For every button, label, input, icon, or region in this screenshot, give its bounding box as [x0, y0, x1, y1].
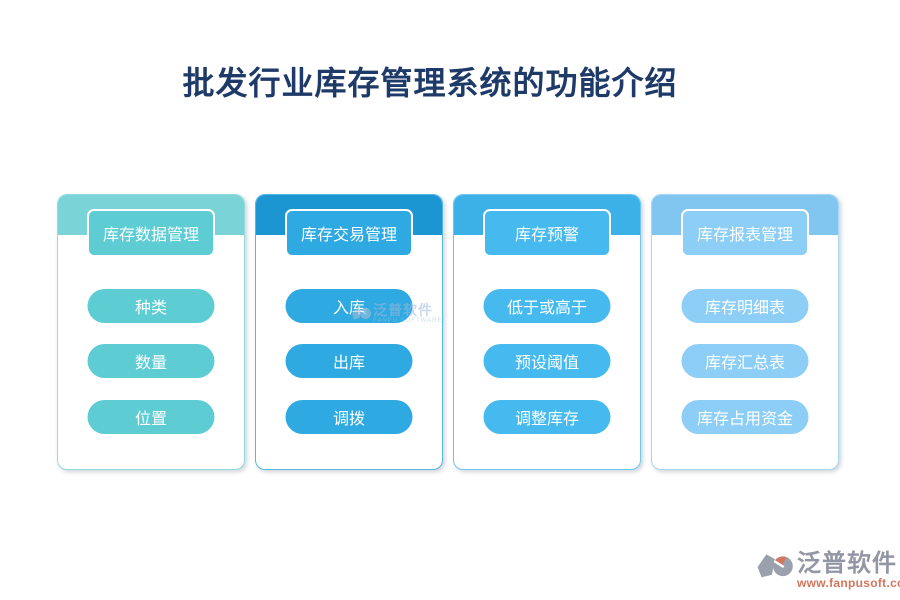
footer-url: www.fanpusoft.com	[797, 576, 900, 590]
card-header-label: 库存预警	[514, 227, 579, 244]
watermark-footer: 泛普软件 www.fanpusoft.com	[756, 551, 900, 590]
card-inventory-report-management: 库存报表管理 库存明细表 库存汇总表 库存占用资金	[651, 194, 839, 470]
card-header-inventory-transaction: 库存交易管理	[285, 209, 413, 257]
card-header-label: 库存交易管理	[300, 227, 397, 244]
feature-pill-adjust-inventory: 调整库存	[483, 400, 611, 434]
card-header-label: 库存数据管理	[102, 227, 199, 244]
card-header-inventory-data: 库存数据管理	[87, 209, 215, 257]
footer-brand: 泛普软件	[797, 550, 897, 577]
card-inventory-alert: 库存预警 低于或高于 预设阈值 调整库存	[453, 194, 641, 470]
feature-pill-inbound: 入库	[285, 289, 413, 323]
feature-pill-type: 种类	[87, 289, 215, 323]
feature-pill-inventory-detail-table: 库存明细表	[681, 289, 809, 323]
card-inventory-data-management: 库存数据管理 种类 数量 位置	[57, 194, 245, 470]
feature-pill-inventory-summary-table: 库存汇总表	[681, 344, 809, 378]
fanpu-logo-icon	[757, 554, 793, 578]
feature-pill-quantity: 数量	[87, 344, 215, 378]
card-header-inventory-alert: 库存预警	[483, 209, 611, 257]
feature-pill-inventory-occupied-funds: 库存占用资金	[681, 400, 809, 434]
feature-pill-preset-threshold: 预设阈值	[483, 344, 611, 378]
feature-pill-outbound: 出库	[285, 344, 413, 378]
page-title: 批发行业库存管理系统的功能介绍	[182, 64, 678, 102]
card-header-inventory-report: 库存报表管理	[681, 209, 809, 257]
feature-pill-location: 位置	[87, 400, 215, 434]
feature-pill-below-or-above: 低于或高于	[483, 289, 611, 323]
card-header-label: 库存报表管理	[696, 227, 793, 244]
feature-pill-transfer: 调拨	[285, 400, 413, 434]
card-inventory-transaction-management: 库存交易管理 入库 出库 调拨	[255, 194, 443, 470]
